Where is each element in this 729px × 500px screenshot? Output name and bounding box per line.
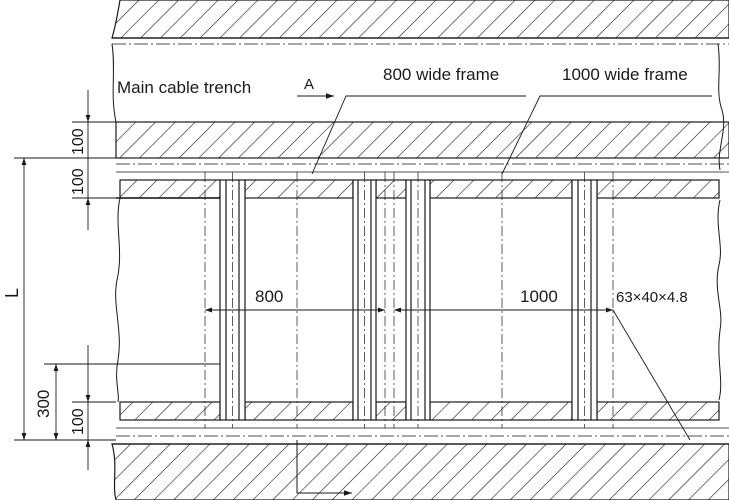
frame-span-lines: [204, 172, 614, 428]
leader-1000-frame: [501, 95, 712, 175]
frame-posts: [219, 172, 598, 428]
dim-L-label: L: [2, 288, 22, 298]
leader-800-frame: [311, 95, 526, 175]
lower-beam-band: [119, 401, 720, 421]
left-break-line-top: [111, 43, 117, 123]
main-trench-label: Main cable trench: [117, 78, 251, 97]
dim-100-top-b-label: 100: [70, 168, 87, 195]
section-mark-label: A: [304, 76, 314, 93]
dim-100-bottom-label: 100: [70, 408, 87, 435]
frame-1000-label: 1000 wide frame: [562, 65, 688, 84]
top-hatched-wall: [111, 0, 729, 39]
frame-800-label: 800 wide frame: [383, 65, 499, 84]
trench-wall-band: [115, 121, 729, 159]
left-dimension-lines: [14, 90, 220, 470]
right-break-line-lower: [716, 199, 722, 401]
left-break-line-mid: [115, 197, 121, 403]
profile-label: 63×40×4.8: [616, 289, 688, 306]
bottom-hatched-wall: [111, 443, 729, 500]
dim-100-top-a-label: 100: [70, 128, 87, 155]
upper-beam-band: [119, 179, 720, 199]
dim-1000-label: 1000: [520, 287, 558, 306]
profile-leader: [612, 309, 691, 441]
dim-800-label: 800: [255, 287, 283, 306]
dim-300-label: 300: [34, 390, 53, 418]
